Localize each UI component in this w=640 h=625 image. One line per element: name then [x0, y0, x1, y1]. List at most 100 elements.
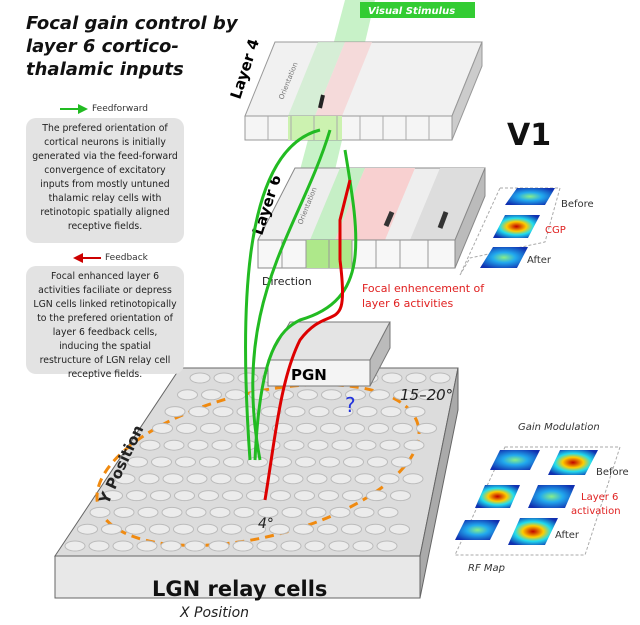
lgn-cell [175, 456, 196, 468]
lgn-cell [297, 389, 318, 401]
lgn-cell [376, 540, 398, 552]
lgn-cell [233, 506, 255, 518]
focal-text-line2: layer 6 activities [362, 297, 453, 310]
lgn-cell [188, 406, 210, 418]
lgn-cell [246, 490, 267, 502]
x-position-label: X Position [179, 605, 249, 621]
lgn-cell [353, 506, 375, 518]
lgn-cell [405, 372, 427, 384]
lgn-cell [280, 540, 302, 552]
lgn-cell [402, 473, 424, 485]
lgn-cell [210, 473, 232, 485]
lgn-cell [222, 490, 243, 502]
lgn-cell [102, 490, 123, 502]
figure-title: Focal gain control by layer 6 cortico-th… [26, 13, 238, 80]
lgn-cell [173, 523, 194, 535]
lgn-cell [185, 506, 207, 518]
lgn-cell [367, 456, 388, 468]
lgn-cell [305, 506, 327, 518]
lgn-cell [213, 372, 235, 384]
lgn-cell [352, 540, 374, 552]
lgn-cell [77, 523, 98, 535]
feedback-label: Feedback [105, 253, 148, 263]
lgn-cell [127, 456, 148, 468]
lgn-cell [320, 422, 341, 434]
lgn-cell [321, 389, 342, 401]
lgn-cell [186, 473, 208, 485]
lgn-cell [163, 439, 185, 451]
focal-text-line1: Focal enhencement of [362, 282, 485, 295]
lgn-cell [234, 473, 256, 485]
lgn-cell [331, 439, 353, 451]
cgp-heatmap-panel [459, 187, 561, 276]
lgn-cell [260, 406, 282, 418]
lgn-cell-grid [64, 372, 451, 552]
lgn-cell [341, 523, 362, 535]
lgn-cell [318, 490, 339, 502]
lgn-cell [389, 523, 410, 535]
lgn-cell [391, 456, 412, 468]
lgn-cell [161, 506, 183, 518]
feedback-pathways [263, 179, 352, 501]
visual-stimulus-banner [360, 2, 475, 18]
lgn-cell [150, 490, 171, 502]
lgn-cell [345, 389, 366, 401]
lgn-cell [354, 473, 376, 485]
gain-activation-label: activation [571, 506, 621, 517]
lgn-cell [184, 540, 206, 552]
lgn-cell [355, 439, 377, 451]
lgn-cell [160, 540, 182, 552]
lgn-cell [381, 372, 403, 384]
lgn-cell [199, 456, 220, 468]
red-arrow-icon [73, 253, 101, 263]
lgn-cell [126, 490, 147, 502]
lgn-cell [164, 406, 186, 418]
lgn-cell [330, 473, 352, 485]
lgn-cell [149, 523, 170, 535]
lgn-cell [403, 439, 425, 451]
lgn-cell [257, 506, 279, 518]
v1-label: V1 [507, 118, 551, 153]
lgn-cell [113, 506, 135, 518]
green-arrow-icon [60, 104, 88, 114]
lgn-cell [212, 406, 234, 418]
feedforward-pathways [243, 128, 358, 461]
lgn-cell [317, 523, 338, 535]
lgn-cell [223, 456, 244, 468]
lgn-cell [138, 473, 160, 485]
lgn-cell [416, 422, 437, 434]
lgn-cell [282, 473, 304, 485]
lgn-cell [235, 439, 257, 451]
lgn-cell [101, 523, 122, 535]
lgn-cell [237, 372, 259, 384]
gain-after-label: After [555, 530, 580, 541]
lgn-cell [328, 540, 350, 552]
lgn-cell [112, 540, 134, 552]
lgn-cell [365, 523, 386, 535]
rf-map-label: RF Map [468, 563, 505, 574]
lgn-inner-extent-label: 4° [258, 516, 274, 532]
lgn-cell [176, 422, 197, 434]
lgn-cell [393, 389, 414, 401]
lgn-cell [378, 473, 400, 485]
lgn-label: LGN relay cells [152, 577, 327, 601]
lgn-cell [174, 490, 195, 502]
layer4-block [244, 41, 483, 141]
lgn-cell [200, 422, 221, 434]
lgn-cell [379, 439, 401, 451]
heatmap-before [505, 188, 555, 205]
gain-layer6-label: Layer 6 [581, 492, 618, 503]
lgn-cell [201, 389, 222, 401]
cgp-label: CGP [545, 225, 566, 236]
feedback-legend: Feedback [73, 253, 148, 263]
lgn-cell [256, 540, 278, 552]
lgn-cell [283, 439, 305, 451]
lgn-cell [284, 406, 306, 418]
lgn-cell [187, 439, 209, 451]
lgn-cell [259, 439, 281, 451]
lgn-cell [125, 523, 146, 535]
feedforward-label: Feedforward [92, 104, 148, 114]
lgn-cell [295, 456, 316, 468]
lgn-cell [293, 523, 314, 535]
